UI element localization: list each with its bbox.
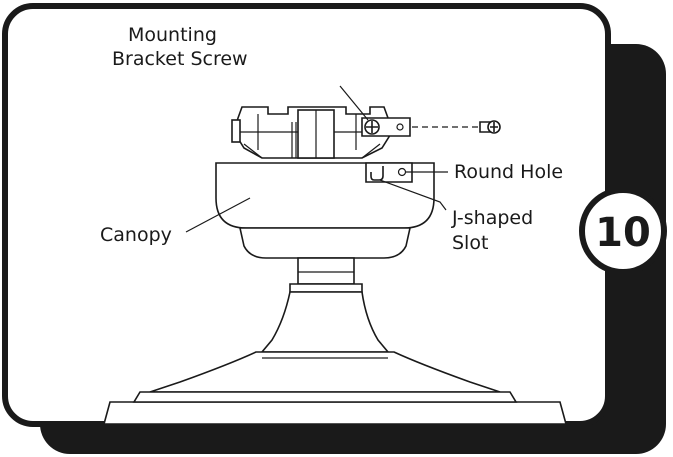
label-canopy: Canopy — [100, 224, 172, 246]
label-round-hole: Round Hole — [454, 161, 563, 183]
fan-assembly-drawing — [102, 106, 568, 425]
leader-bracket-screw — [339, 85, 369, 121]
label-mounting: Mounting — [128, 24, 217, 46]
mounting-bracket — [231, 106, 411, 159]
leader-j-slot — [379, 179, 447, 211]
label-j-shaped: J-shaped — [451, 207, 533, 229]
motor-housing — [102, 291, 568, 425]
label-slot: Slot — [452, 232, 488, 254]
step-badge-circle — [579, 187, 667, 275]
label-bracket-screw: Bracket Screw — [112, 48, 248, 70]
leader-canopy — [185, 197, 251, 233]
leader-lines — [185, 85, 448, 233]
canopy — [215, 162, 435, 259]
fan-neck — [289, 257, 363, 293]
step-badge: 10 — [579, 187, 667, 275]
step-number: 10 — [595, 210, 651, 256]
callout-labels: Mounting Bracket Screw Round Hole J-shap… — [100, 24, 563, 254]
loose-screw-icon — [412, 120, 501, 134]
